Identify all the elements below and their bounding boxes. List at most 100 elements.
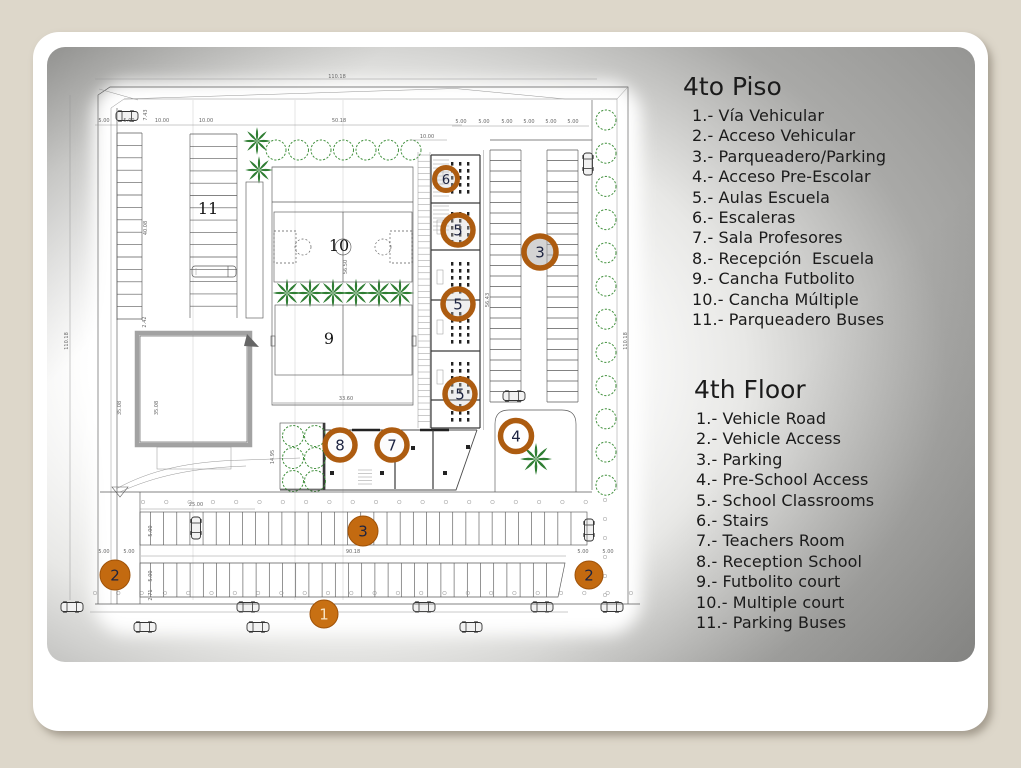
svg-text:5.00: 5.00 [98, 549, 109, 555]
palm-tree-icon [245, 156, 273, 184]
plan-dimension-labels: 110.18 5.00 5.00 7.43 10.00 10.00 50.18 … [64, 74, 629, 601]
badge-5b: 5 [440, 286, 476, 322]
svg-text:7: 7 [387, 437, 397, 455]
svg-text:5.00: 5.00 [148, 570, 154, 581]
plan-area-number-labels: 11 10 9 [198, 199, 349, 348]
badge-3-bottom: 3 [347, 515, 379, 547]
badge-4: 4 [497, 417, 535, 455]
plan-number-badges: 6 5 5 5 3 8 7 [99, 165, 604, 629]
legend-item: 8.- Reception School [696, 551, 863, 571]
svg-text:3: 3 [535, 244, 545, 262]
svg-text:5.00: 5.00 [478, 119, 489, 125]
badge-7: 7 [374, 427, 410, 463]
svg-text:35.08: 35.08 [154, 401, 160, 415]
badge-5a: 5 [440, 212, 476, 248]
car-icon [190, 516, 202, 540]
svg-text:2.42: 2.42 [142, 316, 148, 327]
svg-text:1: 1 [319, 606, 329, 624]
svg-text:10.00: 10.00 [420, 134, 434, 140]
svg-text:8: 8 [335, 437, 345, 455]
svg-text:10: 10 [329, 236, 349, 255]
svg-text:2: 2 [110, 567, 120, 585]
svg-text:5.00: 5.00 [98, 118, 109, 124]
car-icon [115, 110, 139, 122]
car-icon [600, 601, 624, 613]
svg-text:56.50: 56.50 [343, 260, 349, 274]
legend-item: 8.- Recepción Escuela [692, 248, 875, 268]
car-icon [459, 621, 483, 633]
svg-text:5.00: 5.00 [602, 549, 613, 555]
badge-3-top: 3 [521, 233, 559, 271]
svg-text:110.18: 110.18 [64, 332, 70, 350]
legend-item: 2.- Vehicle Access [696, 429, 842, 449]
legend-item: 10.- Cancha Múltiple [692, 289, 859, 309]
legend-spanish-title: 4to Piso [683, 72, 782, 101]
car-icon [502, 390, 526, 402]
legend-item: 5.- School Classrooms [696, 490, 875, 510]
svg-text:5: 5 [455, 386, 465, 404]
badge-2-left: 2 [99, 559, 131, 591]
legend-item: 6.- Stairs [696, 511, 769, 531]
badge-8: 8 [322, 427, 358, 463]
svg-text:5.00: 5.00 [455, 119, 466, 125]
svg-text:2: 2 [584, 567, 594, 585]
svg-text:6: 6 [442, 173, 450, 188]
car-icon [530, 601, 554, 613]
legend-item: 1.- Vía Vehicular [692, 106, 825, 125]
svg-text:14.95: 14.95 [270, 450, 276, 464]
svg-text:7.43: 7.43 [143, 109, 149, 120]
svg-text:9: 9 [324, 329, 334, 348]
legend-item: 3.- Parqueadero/Parking [692, 146, 887, 166]
svg-text:2.71: 2.71 [148, 589, 154, 600]
car-icon [60, 601, 84, 613]
svg-text:5.00: 5.00 [577, 549, 588, 555]
svg-text:35.08: 35.08 [117, 401, 123, 415]
svg-text:25.00: 25.00 [189, 502, 203, 508]
svg-text:33.60: 33.60 [339, 396, 353, 402]
svg-text:110.18: 110.18 [328, 74, 346, 80]
svg-text:40.08: 40.08 [143, 221, 149, 235]
legend-item: 2.- Acceso Vehicular [692, 126, 856, 146]
legend-item: 4.- Pre-School Access [696, 470, 869, 490]
badge-2-right: 2 [574, 560, 604, 590]
svg-text:90.18: 90.18 [346, 549, 360, 555]
badge-5c: 5 [442, 376, 478, 412]
car-icon [583, 518, 595, 542]
bus-icon [191, 265, 237, 278]
svg-text:110.18: 110.18 [623, 332, 629, 350]
legend-item: 4.- Acceso Pre-Escolar [692, 167, 871, 187]
plan-static-graphics [69, 78, 640, 613]
car-icon [582, 152, 594, 176]
legend-item: 11.- Parqueadero Buses [692, 310, 885, 330]
svg-text:5.00: 5.00 [523, 119, 534, 125]
svg-text:56.43: 56.43 [485, 293, 491, 307]
legend-item: 3.- Parking [696, 449, 783, 469]
legend-spanish: 4to Piso 1.- Vía Vehicular 2.- Acceso Ve… [683, 72, 886, 330]
legend-item: 9.- Cancha Futbolito [692, 269, 855, 289]
legend-english-title: 4th Floor [694, 375, 806, 404]
svg-text:10.00: 10.00 [155, 118, 169, 124]
palm-tree-icon [385, 278, 415, 308]
palm-tree-icon [243, 127, 271, 155]
svg-text:5.00: 5.00 [148, 525, 154, 536]
legend-item: 7.- Sala Profesores [692, 228, 843, 248]
legend-item: 7.- Teachers Room [696, 531, 845, 551]
svg-text:5.00: 5.00 [545, 119, 556, 125]
legend-item: 6.- Escaleras [692, 208, 796, 228]
svg-text:5.00: 5.00 [501, 119, 512, 125]
car-icon [246, 621, 270, 633]
svg-text:4: 4 [511, 428, 521, 446]
svg-text:50.18: 50.18 [332, 118, 346, 124]
car-icon [133, 621, 157, 633]
legend-item: 5.- Aulas Escuela [692, 187, 831, 207]
svg-text:5.00: 5.00 [123, 549, 134, 555]
car-icon [236, 601, 260, 613]
car-icon [412, 601, 436, 613]
badge-6: 6 [432, 165, 460, 193]
svg-text:10.00: 10.00 [199, 118, 213, 124]
svg-text:11: 11 [198, 199, 218, 218]
legend-item: 11.- Parking Buses [696, 613, 847, 633]
svg-text:5.00: 5.00 [123, 118, 134, 124]
badge-1: 1 [309, 599, 339, 629]
